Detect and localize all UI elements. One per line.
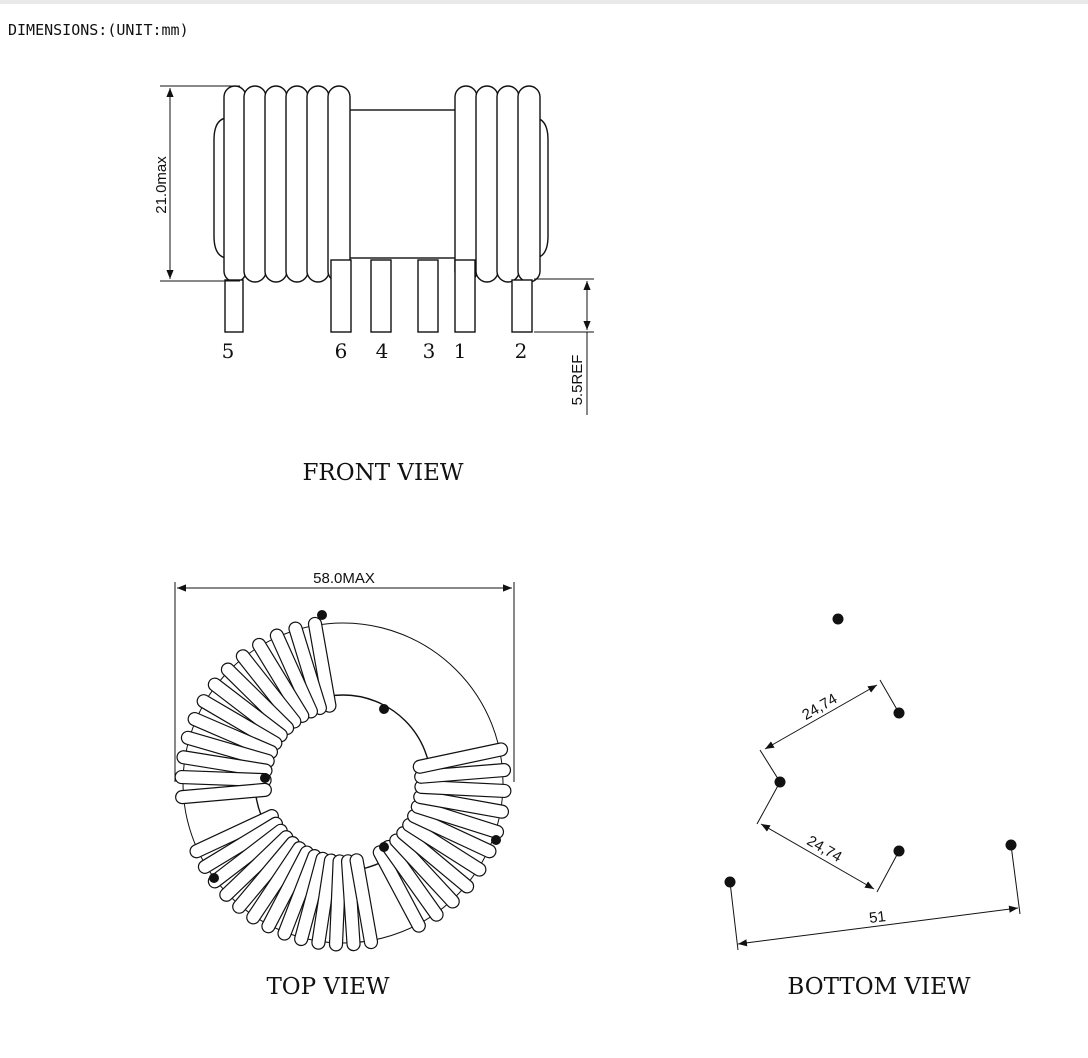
pin-label-6: 6 xyxy=(335,339,348,363)
lead-dot xyxy=(317,610,327,620)
winding-turn xyxy=(269,628,319,719)
front-view-title: FRONT VIEW xyxy=(302,460,463,486)
winding-turn xyxy=(187,711,279,760)
winding-turn xyxy=(372,845,426,933)
pin-label-5: 5 xyxy=(222,339,235,363)
winding-turn xyxy=(381,839,444,922)
right-winding xyxy=(454,85,541,283)
pin-label-3: 3 xyxy=(423,339,436,363)
bottom-view-title: BOTTOM VIEW xyxy=(787,974,970,1000)
winding-turn xyxy=(410,799,505,839)
winding-turn xyxy=(389,833,460,909)
winding-turn xyxy=(174,769,272,788)
winding-turn xyxy=(402,817,487,877)
pad-hole xyxy=(832,613,844,625)
core-body xyxy=(345,109,457,259)
top-border xyxy=(0,0,1088,4)
winding-turn xyxy=(349,853,379,950)
left-winding xyxy=(223,85,351,283)
winding-turn xyxy=(207,677,288,743)
width-dimension: 58.0MAX xyxy=(313,570,375,587)
winding-turn xyxy=(414,762,512,784)
lead-dot xyxy=(379,704,389,714)
toroid-windings xyxy=(174,616,512,952)
winding-turn xyxy=(307,616,337,713)
front-view: 5 6 4 3 1 2 21.0max 5.5REF FRONT VIEW xyxy=(153,85,594,486)
bottom-view: 24,74 24,74 51 BOTTOM VIEW xyxy=(724,613,1021,1000)
lower-dimension-line xyxy=(760,823,875,890)
winding-turn xyxy=(235,649,302,729)
pins xyxy=(224,259,533,333)
upper-dimension-line xyxy=(764,684,878,750)
winding-turn xyxy=(412,742,509,774)
lead-dot xyxy=(209,873,219,883)
top-view: 58.0MAX TOP VIEW xyxy=(174,570,515,1000)
winding-turn xyxy=(396,826,475,894)
winding-turn xyxy=(252,637,310,723)
winding-turn xyxy=(413,789,510,819)
winding-turn xyxy=(407,809,497,859)
width-51-dimension: 51 xyxy=(868,908,887,927)
winding-turn xyxy=(288,621,328,716)
pin-label-2: 2 xyxy=(515,339,528,363)
winding-turn xyxy=(176,750,273,778)
height-dimension: 21.0max xyxy=(153,156,170,214)
left-bulge xyxy=(213,117,227,259)
dimensions-note: DIMENSIONS:(UNIT:mm) xyxy=(8,21,189,39)
pin-length-dimension: 5.5REF xyxy=(569,355,586,406)
pin-label-1: 1 xyxy=(454,339,467,363)
upper-dimension: 24,74 xyxy=(799,690,840,723)
winding-turn xyxy=(220,662,295,736)
winding-turn xyxy=(175,782,272,805)
right-bulge xyxy=(535,117,549,259)
lead-dot xyxy=(379,842,389,852)
winding-turn xyxy=(180,730,275,769)
lead-dot xyxy=(260,773,270,783)
lead-dot xyxy=(491,835,501,845)
winding-turn xyxy=(414,779,512,799)
pin-label-4: 4 xyxy=(376,339,389,363)
width-51-dimension-line xyxy=(737,905,1019,947)
winding-turn xyxy=(196,694,283,751)
top-view-title: TOP VIEW xyxy=(266,974,389,1000)
